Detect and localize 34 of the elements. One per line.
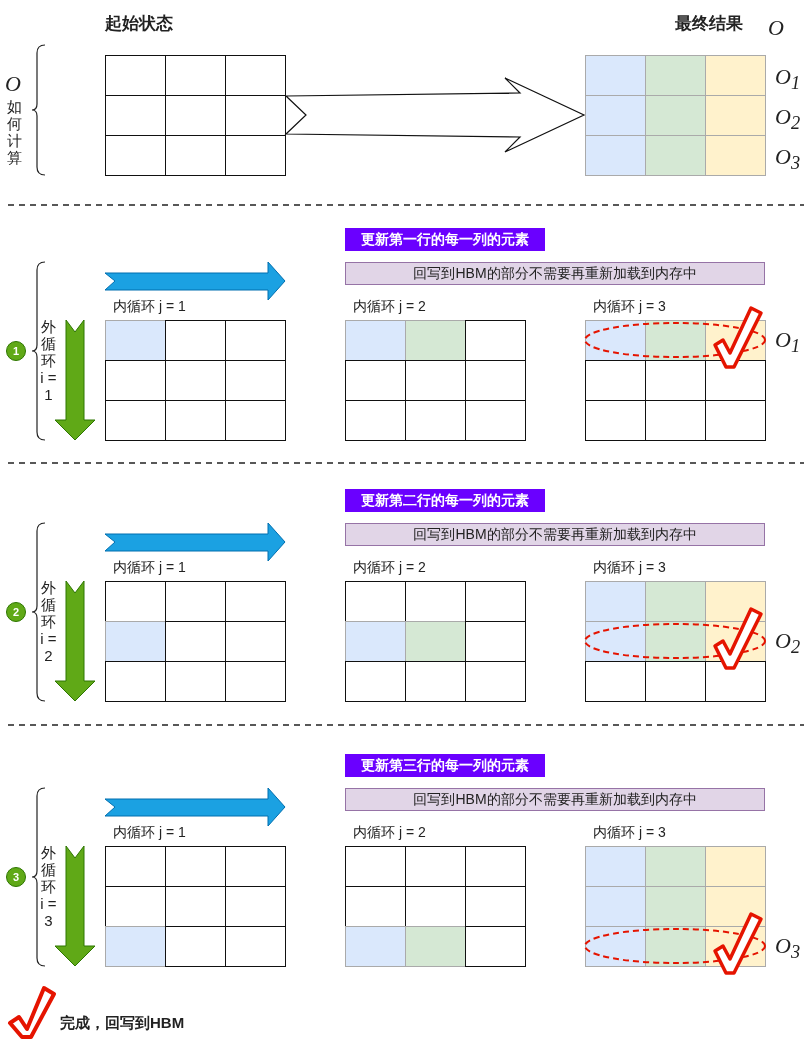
math-symbol: O: [5, 72, 21, 96]
callout-number: 3: [6, 867, 26, 887]
grid-heading: 起始状态: [105, 14, 173, 34]
math-symbol: O$_{2}$: [775, 629, 801, 660]
vertical-label: 外循环 i = 1: [40, 318, 57, 403]
title-banner: 更新第一行的每一列的元素: [345, 228, 545, 251]
vertical-label: 外循环 i = 2: [40, 579, 57, 664]
title-banner: 更新第三行的每一列的元素: [345, 754, 545, 777]
grid-heading: 内循环 j = 1: [113, 297, 186, 316]
grid-heading: 内循环 j = 2: [353, 823, 426, 842]
callout-number: 2: [6, 602, 26, 622]
callout-number: 1: [6, 341, 26, 361]
legend-label: 完成，回写到HBM: [60, 1014, 185, 1033]
note-box: 回写到HBM的部分不需要再重新加载到内存中: [345, 523, 765, 546]
vertical-label: 如何计算: [6, 98, 23, 166]
math-symbol: O$_{2}$: [775, 105, 801, 136]
math-symbol: O$_{3}$: [775, 934, 801, 965]
vertical-label: 外循环 i = 3: [40, 844, 57, 929]
grid-heading: 内循环 j = 3: [593, 297, 666, 316]
grid-heading: 内循环 j = 1: [113, 823, 186, 842]
note-box: 回写到HBM的部分不需要再重新加载到内存中: [345, 788, 765, 811]
grid-heading: 内循环 j = 2: [353, 558, 426, 577]
math-symbol: O$_{1}$: [775, 65, 801, 96]
grid-heading: 内循环 j = 2: [353, 297, 426, 316]
grid-heading: 内循环 j = 3: [593, 558, 666, 577]
title-banner: 更新第二行的每一列的元素: [345, 489, 545, 512]
grid-heading: 内循环 j = 3: [593, 823, 666, 842]
math-symbol: O$_{3}$: [775, 145, 801, 176]
note-box: 回写到HBM的部分不需要再重新加载到内存中: [345, 262, 765, 285]
grid-heading: 最终结果: [675, 14, 743, 34]
math-symbol: O: [768, 16, 784, 40]
grid-heading: 内循环 j = 1: [113, 558, 186, 577]
math-symbol: O$_{1}$: [775, 328, 801, 359]
block-arrow: [284, 77, 586, 153]
